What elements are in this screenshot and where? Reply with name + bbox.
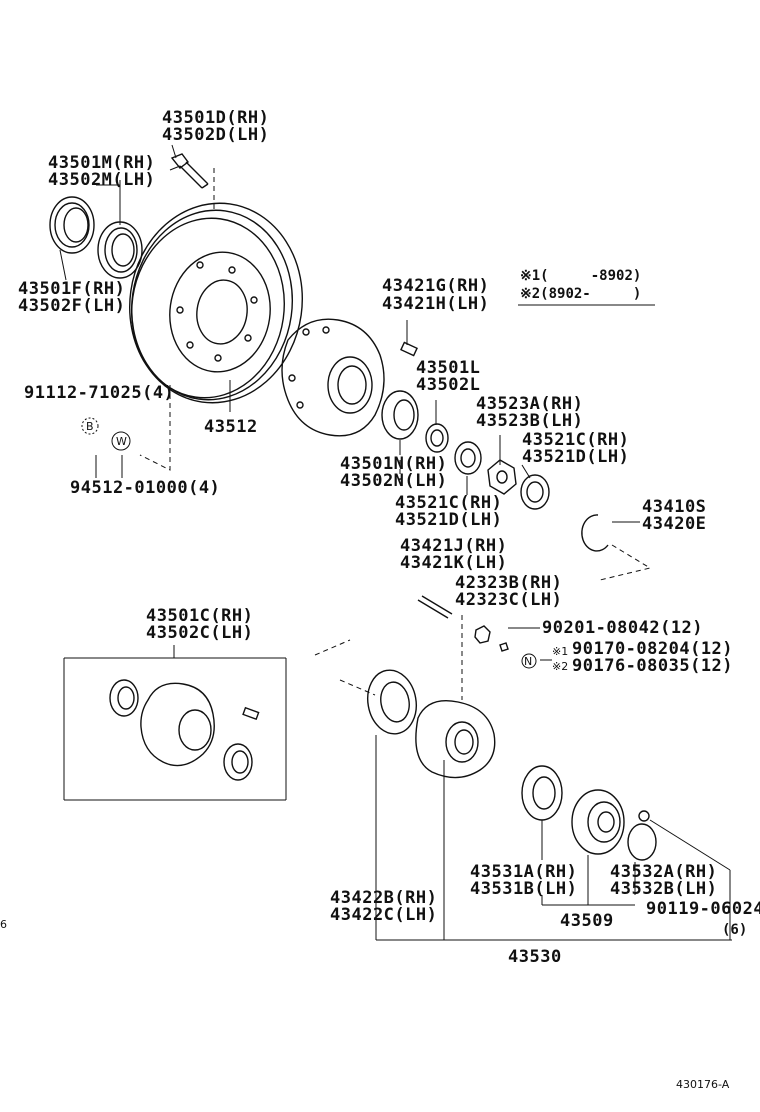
- washer-drawings: [425, 423, 609, 552]
- label-43502D: 43502D(LH): [162, 125, 269, 145]
- label-43523A: 43523A(RH): [476, 394, 583, 414]
- label-90201: 90201-08042(12): [542, 618, 703, 638]
- label-43421G: 43421G(RH): [382, 276, 489, 296]
- label-43502M: 43502M(LH): [48, 170, 155, 190]
- axle-hub-drawing: [281, 318, 385, 437]
- label-42323C: 42323C(LH): [455, 590, 562, 610]
- stud-pin-drawing: [400, 341, 418, 357]
- figure-id: 430176-A: [676, 1078, 730, 1091]
- label-43501N: 43501N(RH): [340, 454, 447, 474]
- label-43532B: 43532B(LH): [610, 879, 717, 899]
- marker-W: W: [116, 435, 127, 448]
- note-2: ※2(8902- ): [520, 286, 641, 302]
- marker-B: B: [86, 420, 94, 433]
- label-43422C: 43422C(LH): [330, 905, 437, 925]
- label-43521D-b: 43521D(LH): [395, 510, 502, 530]
- hub-bolt-2-drawing: [417, 595, 453, 619]
- hub-subassembly-drawing: [63, 645, 287, 801]
- label-43521C-a: 43521C(RH): [522, 430, 629, 450]
- label-43501L: 43501L: [416, 358, 480, 378]
- label-43502F: 43502F(LH): [18, 296, 125, 316]
- label-43421K: 43421K(LH): [400, 553, 507, 573]
- star-1: ※1: [552, 645, 568, 658]
- label-91112: 91112-71025(4): [24, 383, 174, 403]
- label-43531A: 43531A(RH): [470, 862, 577, 882]
- label-43422B: 43422B(RH): [330, 888, 437, 908]
- label-43421H: 43421H(LH): [382, 294, 489, 314]
- label-43523B: 43523B(LH): [476, 411, 583, 431]
- label-43521C-b: 43521C(RH): [395, 493, 502, 513]
- label-90170: 90170-08204(12): [572, 639, 733, 659]
- label-42323B: 42323B(RH): [455, 573, 562, 593]
- oil-seal-drawing: [49, 196, 95, 254]
- o-ring-drawing: [627, 823, 657, 861]
- brake-disc-drawing: [129, 202, 303, 404]
- label-43502L: 43502L: [416, 375, 480, 395]
- note-1: ※1( -8902): [520, 268, 641, 284]
- label-43420E: 43420E: [642, 514, 706, 534]
- label-90119: 90119-06024: [646, 899, 760, 919]
- hub-cover-drawing: [571, 789, 625, 855]
- nut-drawing: [474, 625, 509, 652]
- label-43502C: 43502C(LH): [146, 623, 253, 643]
- label-94512: 94512-01000(4): [70, 478, 220, 498]
- label-43532A: 43532A(RH): [610, 862, 717, 882]
- label-43530: 43530: [508, 947, 562, 967]
- inner-bearing-drawing: [381, 390, 419, 440]
- gasket-drawing: [367, 669, 417, 735]
- label-43501F: 43501F(RH): [18, 279, 125, 299]
- circle-markers: [81, 417, 537, 669]
- edge-mark: 6: [0, 918, 7, 931]
- label-43421J: 43421J(RH): [400, 536, 507, 556]
- label-43501C: 43501C(RH): [146, 606, 253, 626]
- label-43502N: 43502N(LH): [340, 471, 447, 491]
- label-43531B: 43531B(LH): [470, 879, 577, 899]
- cover-bolt-drawing: [638, 810, 650, 822]
- freewheel-body-drawing: [415, 700, 496, 779]
- gasket-2-drawing: [521, 765, 563, 821]
- hub-bolt-drawing: [170, 153, 209, 189]
- leader-lines: [59, 144, 732, 941]
- star-2: ※2: [552, 660, 568, 673]
- label-90176: 90176-08035(12): [572, 656, 733, 676]
- label-43410S: 43410S: [642, 497, 706, 517]
- assembly-lines: [139, 168, 652, 700]
- marker-N: N: [524, 655, 532, 668]
- label-43501D: 43501D(RH): [162, 108, 269, 128]
- label-43509: 43509: [560, 911, 614, 931]
- label-43521D-a: 43521D(LH): [522, 447, 629, 467]
- label-43501M: 43501M(RH): [48, 153, 155, 173]
- label-43512: 43512: [204, 417, 258, 437]
- label-qty-6: (6): [722, 922, 747, 938]
